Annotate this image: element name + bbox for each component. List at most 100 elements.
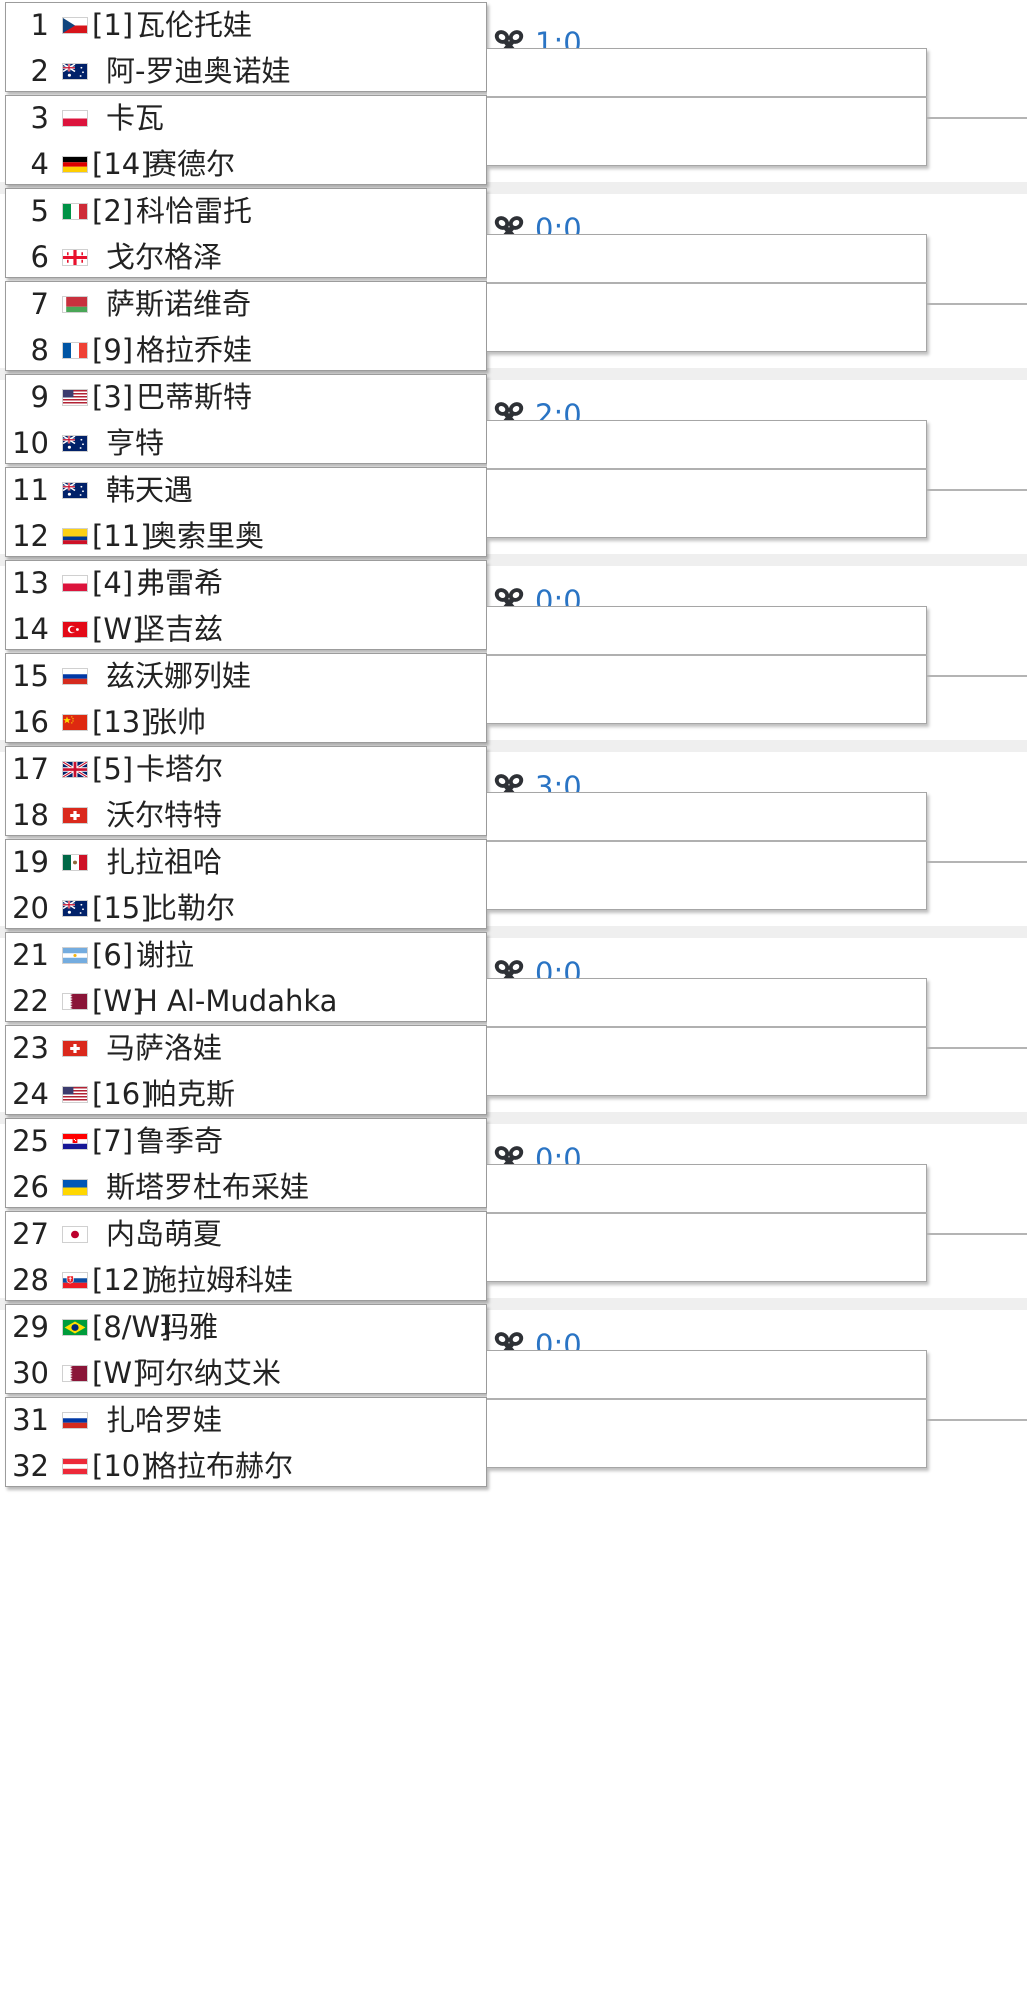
player-name: 格拉布赫尔 — [148, 1449, 294, 1483]
seed-tag: [10] — [92, 1449, 152, 1483]
player-row[interactable]: 26 斯塔罗杜布采娃 — [6, 1158, 486, 1217]
player-name: 斯塔罗杜布采娃 — [106, 1170, 310, 1204]
draw-position: 4 — [30, 147, 49, 181]
draw-position: 28 — [12, 1263, 49, 1297]
slot-divider — [487, 1398, 927, 1400]
next-round-slot — [487, 420, 927, 538]
seed-tag: [9] — [92, 333, 134, 367]
blr-flag-icon — [62, 296, 88, 313]
rus-flag-icon — [62, 668, 88, 685]
player-name: 格拉乔娃 — [136, 333, 253, 367]
player-row[interactable]: 4[14]赛德尔 — [6, 135, 486, 194]
next-round-slot — [487, 48, 927, 166]
bracket-connector — [927, 1419, 1027, 1421]
draw-position: 22 — [12, 984, 49, 1018]
slot-divider — [487, 1212, 927, 1214]
player-row[interactable]: 17[5]卡塔尔 — [6, 740, 486, 799]
jpn-flag-icon — [62, 1226, 88, 1243]
player-name: 扎拉祖哈 — [106, 845, 223, 879]
player-row[interactable]: 32[10]格拉布赫尔 — [6, 1437, 486, 1496]
ita-flag-icon — [62, 203, 88, 220]
player-name: 帕克斯 — [148, 1077, 236, 1111]
arg-flag-icon — [62, 947, 88, 964]
geo-flag-icon — [62, 249, 88, 266]
bracket-connector — [927, 1047, 1027, 1049]
player-row[interactable]: 1[1]瓦伦托娃 — [6, 0, 486, 55]
player-name: 兹沃娜列娃 — [106, 659, 252, 693]
seed-tag: [W] — [92, 984, 144, 1018]
draw-position: 10 — [12, 426, 49, 460]
player-row[interactable]: 28[12]施拉姆科娃 — [6, 1251, 486, 1310]
draw-position: 26 — [12, 1170, 49, 1204]
player-row[interactable]: 21 [6]谢拉 — [6, 926, 486, 985]
player-row[interactable]: 24[16]帕克斯 — [6, 1065, 486, 1124]
player-name: 阿尔纳艾米 — [136, 1356, 282, 1390]
draw-position: 21 — [12, 938, 49, 972]
draw-position: 5 — [30, 194, 49, 228]
player-row[interactable]: 20[15]比勒尔 — [6, 879, 486, 938]
draw-position: 14 — [12, 612, 49, 646]
player-row[interactable]: 14[W]坚吉兹 — [6, 600, 486, 659]
player-name: 韩天遇 — [106, 473, 194, 507]
next-round-slot — [487, 606, 927, 724]
player-row[interactable]: 16[13]张帅 — [6, 693, 486, 752]
draw-position: 2 — [30, 54, 49, 88]
player-row[interactable]: 13[4]弗雷希 — [6, 554, 486, 613]
chn-flag-icon — [62, 714, 88, 731]
draw-position: 24 — [12, 1077, 49, 1111]
aut-flag-icon — [62, 1458, 88, 1475]
player-row[interactable]: 8[9]格拉乔娃 — [6, 321, 486, 380]
player-row[interactable]: 25[7]鲁季奇 — [6, 1112, 486, 1171]
draw-position: 18 — [12, 798, 49, 832]
draw-position: 9 — [30, 380, 49, 414]
gbr-flag-icon — [62, 761, 88, 778]
player-name: 鲁季奇 — [136, 1124, 224, 1158]
player-row[interactable]: 12[11]奥索里奥 — [6, 507, 486, 566]
player-row[interactable]: 22[W]H Al-Mudahka — [6, 972, 486, 1031]
aus-flag-icon — [62, 435, 88, 452]
bracket-connector — [927, 489, 1027, 491]
bracket-connector — [927, 117, 1027, 119]
seed-tag: [6] — [92, 938, 134, 972]
player-row[interactable]: 29[8/W]玛雅 — [6, 1298, 486, 1357]
player-row[interactable]: 9[3]巴蒂斯特 — [6, 368, 486, 427]
next-round-slot — [487, 1164, 927, 1282]
bracket-connector — [927, 1233, 1027, 1235]
player-name: 谢拉 — [136, 938, 195, 972]
player-row[interactable]: 30[W]阿尔纳艾米 — [6, 1344, 486, 1403]
draw-position: 29 — [12, 1310, 49, 1344]
draw-position: 23 — [12, 1031, 49, 1065]
seed-tag: [15] — [92, 891, 152, 925]
player-name: 玛雅 — [160, 1310, 219, 1344]
player-row[interactable]: 5[2]科恰雷托 — [6, 182, 486, 241]
draw-position: 13 — [12, 566, 49, 600]
svk-flag-icon — [62, 1272, 88, 1289]
seed-tag: [W] — [92, 612, 144, 646]
cro-flag-icon — [62, 1133, 88, 1150]
sui-flag-icon — [62, 1040, 88, 1057]
draw-position: 1 — [30, 8, 49, 42]
